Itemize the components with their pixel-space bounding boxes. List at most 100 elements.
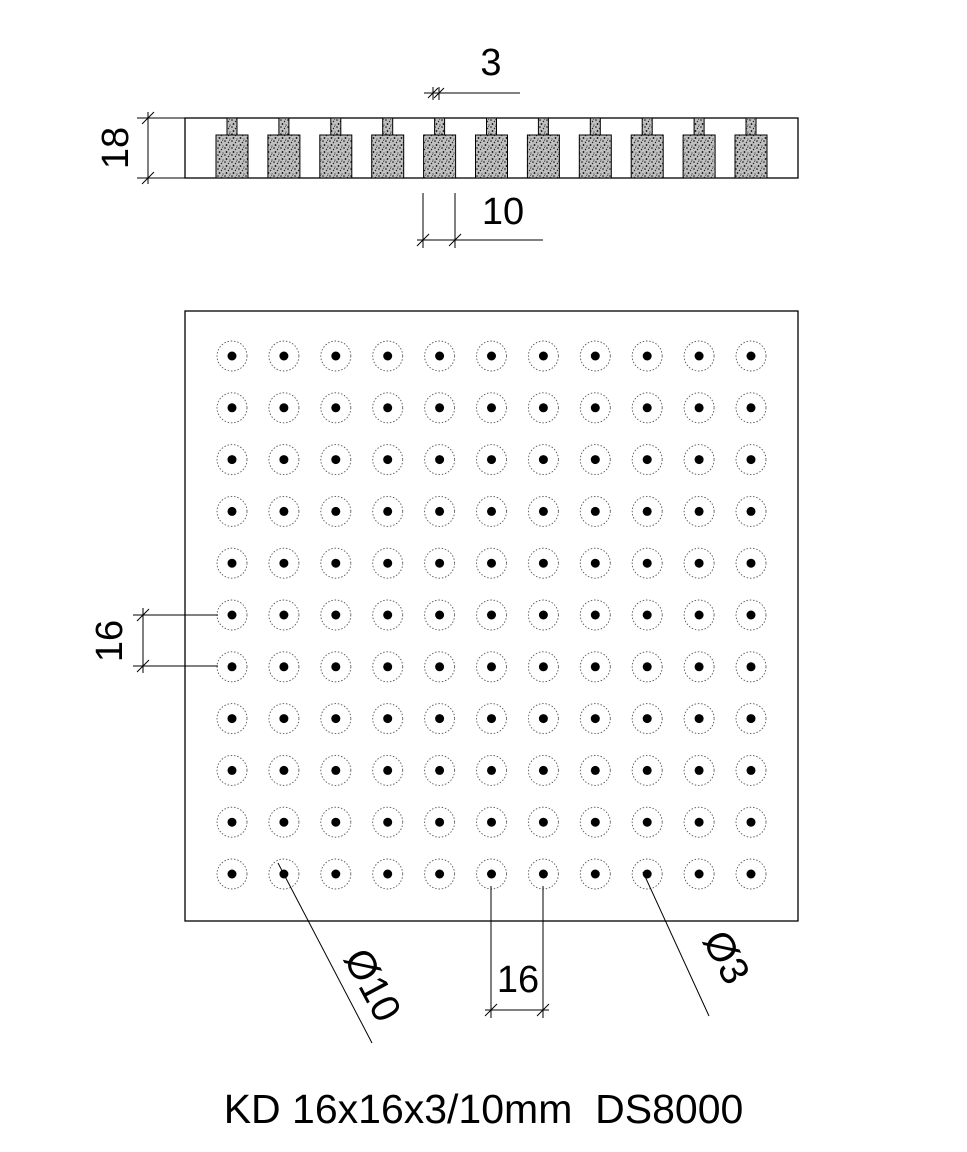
tactile-dot bbox=[476, 599, 507, 631]
tactile-dot bbox=[683, 806, 715, 838]
tactile-dot bbox=[268, 703, 300, 735]
tactile-dot bbox=[683, 858, 715, 890]
tactile-dot bbox=[631, 340, 663, 372]
tactile-dot bbox=[579, 651, 611, 683]
tactile-dot bbox=[735, 806, 767, 838]
tactile-dot bbox=[735, 858, 767, 890]
section-studs bbox=[215, 117, 768, 179]
tactile-dot bbox=[735, 547, 767, 579]
column-spacing-dimension-label: 16 bbox=[497, 959, 539, 1001]
tactile-dot bbox=[631, 392, 663, 424]
tactile-dot bbox=[631, 547, 663, 579]
tactile-dot bbox=[216, 754, 248, 786]
tactile-dot bbox=[631, 444, 663, 476]
outer-diameter-leader bbox=[277, 862, 373, 1044]
tactile-dot bbox=[268, 495, 300, 527]
section-stud bbox=[630, 117, 664, 179]
dot-grid bbox=[216, 340, 767, 890]
tactile-dot bbox=[683, 340, 715, 372]
tactile-dot bbox=[216, 651, 248, 683]
tactile-dot bbox=[579, 599, 611, 631]
tactile-dot bbox=[424, 858, 456, 890]
tactile-dot bbox=[683, 547, 715, 579]
tactile-dot bbox=[735, 444, 767, 476]
tactile-dot bbox=[216, 495, 248, 527]
tactile-dot bbox=[372, 547, 404, 579]
tactile-dot bbox=[631, 703, 663, 735]
tactile-dot bbox=[476, 858, 507, 890]
tactile-dot bbox=[372, 495, 404, 527]
tactile-dot bbox=[216, 444, 248, 476]
section-stud bbox=[215, 117, 249, 179]
tactile-dot bbox=[424, 806, 456, 838]
tactile-dot bbox=[631, 651, 663, 683]
tactile-dot bbox=[216, 599, 248, 631]
tactile-dot bbox=[683, 444, 715, 476]
tactile-dot bbox=[527, 392, 559, 424]
tactile-dot bbox=[372, 806, 404, 838]
tactile-dot bbox=[527, 858, 559, 890]
tactile-dot bbox=[527, 340, 559, 372]
tactile-dot bbox=[320, 703, 352, 735]
tactile-dot bbox=[476, 806, 507, 838]
tactile-dot bbox=[476, 703, 507, 735]
outer-diameter-label: Ø10 bbox=[335, 942, 409, 1029]
tactile-dot bbox=[424, 392, 456, 424]
tactile-dot bbox=[735, 495, 767, 527]
tactile-dot bbox=[424, 703, 456, 735]
section-stud bbox=[475, 117, 508, 179]
tactile-dot bbox=[579, 444, 611, 476]
tactile-dot bbox=[372, 651, 404, 683]
section-stud bbox=[526, 117, 560, 179]
tactile-dot bbox=[320, 495, 352, 527]
tactile-dot bbox=[372, 754, 404, 786]
section-stud bbox=[423, 117, 457, 179]
tactile-dot bbox=[372, 392, 404, 424]
tactile-dot bbox=[527, 599, 559, 631]
tactile-dot bbox=[683, 703, 715, 735]
tactile-dot bbox=[579, 547, 611, 579]
tactile-dot bbox=[424, 340, 456, 372]
tactile-dot bbox=[735, 703, 767, 735]
tactile-dot bbox=[372, 703, 404, 735]
tactile-dot bbox=[579, 392, 611, 424]
tactile-dot bbox=[268, 392, 300, 424]
height-dimension bbox=[137, 111, 185, 185]
tactile-dot bbox=[631, 754, 663, 786]
tactile-dot bbox=[476, 340, 507, 372]
tactile-dot bbox=[631, 495, 663, 527]
tactile-dot bbox=[424, 547, 456, 579]
tactile-dot bbox=[631, 858, 663, 890]
tactile-dot bbox=[527, 495, 559, 527]
inner-diameter-leader bbox=[642, 871, 710, 1017]
tactile-dot bbox=[320, 392, 352, 424]
section-stud bbox=[371, 117, 405, 179]
tactile-dot bbox=[268, 651, 300, 683]
tactile-dot bbox=[424, 754, 456, 786]
section-view: 18 3 10 bbox=[95, 42, 799, 248]
height-dimension-label: 18 bbox=[95, 127, 137, 169]
tactile-dot bbox=[579, 754, 611, 786]
section-stud bbox=[319, 117, 353, 179]
tactile-dot bbox=[735, 651, 767, 683]
top-width-dimension bbox=[424, 87, 520, 100]
tactile-dot bbox=[527, 806, 559, 838]
tactile-dot bbox=[735, 340, 767, 372]
column-spacing-dimension bbox=[484, 886, 550, 1018]
row-spacing-dimension-label: 16 bbox=[89, 620, 131, 662]
tactile-dot bbox=[476, 754, 507, 786]
tactile-dot bbox=[424, 599, 456, 631]
tactile-dot bbox=[631, 599, 663, 631]
tactile-dot bbox=[216, 858, 248, 890]
tactile-dot bbox=[268, 599, 300, 631]
tactile-dot bbox=[268, 806, 300, 838]
tactile-dot bbox=[320, 858, 352, 890]
tactile-dot bbox=[579, 340, 611, 372]
row-spacing-dimension bbox=[133, 608, 218, 673]
tactile-dot bbox=[372, 340, 404, 372]
tactile-dot bbox=[320, 754, 352, 786]
section-stud bbox=[734, 117, 768, 179]
tactile-dot bbox=[320, 806, 352, 838]
tactile-dot bbox=[527, 547, 559, 579]
